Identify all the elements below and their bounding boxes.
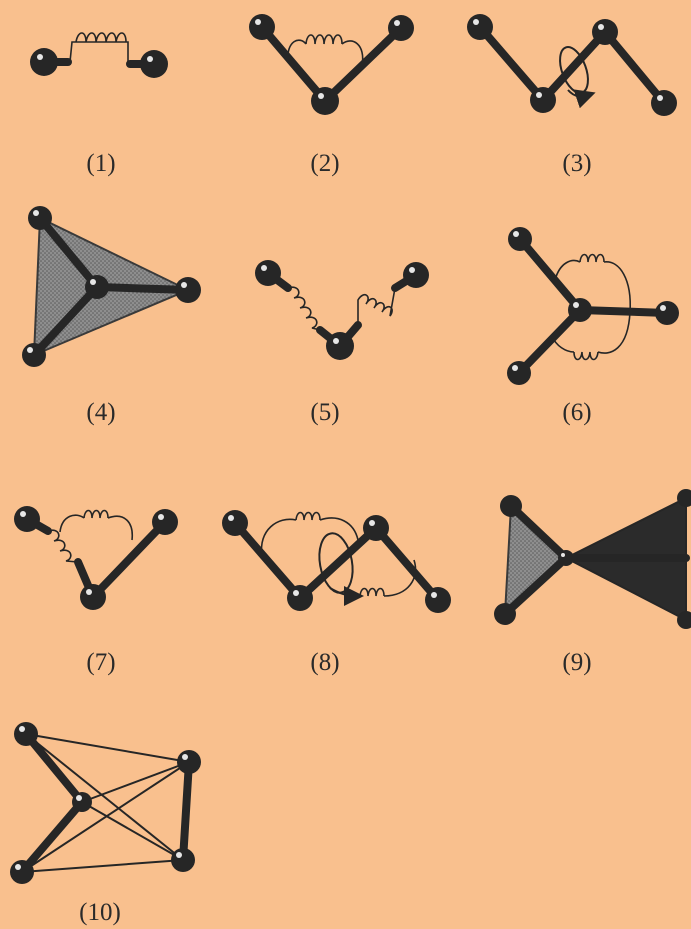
panel-9-label: (9) xyxy=(562,649,591,676)
panel-9-out-of-plane-coupling xyxy=(494,489,691,629)
panel-2-label: (2) xyxy=(310,150,339,177)
panel-2-angle-bend xyxy=(249,14,414,115)
panel-1-bond-stretch xyxy=(30,33,168,78)
panel-6-bend-bend xyxy=(507,227,679,385)
panel-7-label: (7) xyxy=(86,649,115,676)
panel-3-torsion xyxy=(467,14,677,116)
panel-7-stretch-bend xyxy=(14,506,178,610)
panel-5-label: (5) xyxy=(310,399,339,426)
panel-1-label: (1) xyxy=(86,150,115,177)
panel-6-label: (6) xyxy=(562,399,591,426)
panel-8-label: (8) xyxy=(310,649,339,676)
panel-8-bend-torsion-bend xyxy=(222,510,451,613)
panel-10-label: (10) xyxy=(79,899,121,926)
panel-3-label: (3) xyxy=(562,150,591,177)
panel-4-out-of-plane xyxy=(22,206,201,367)
panel-5-stretch-stretch xyxy=(255,260,429,360)
panel-10-nonbonded xyxy=(10,722,201,884)
panel-4-label: (4) xyxy=(86,399,115,426)
